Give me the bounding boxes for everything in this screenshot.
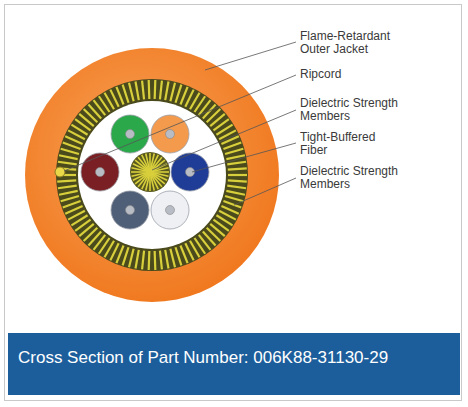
fiber-buffer	[151, 115, 189, 153]
yarn-stroke	[59, 191, 78, 195]
fiber-buffer	[171, 153, 209, 191]
yarn-stroke	[65, 206, 82, 214]
yarn-stroke	[165, 81, 168, 100]
yarn-stroke	[59, 155, 78, 159]
yarn-stroke	[63, 143, 81, 149]
fiber-core	[166, 206, 175, 215]
tight-buffered-fibers	[81, 115, 209, 229]
yarn-stroke	[63, 201, 81, 207]
yarn-stroke	[148, 80, 151, 99]
callout-label: Ripcord	[300, 68, 420, 81]
yarn-stroke	[131, 172, 150, 176]
yarn-stroke	[228, 174, 247, 176]
yarn-stroke	[136, 81, 139, 100]
yarn-stroke	[136, 250, 139, 269]
callout-label: Flame-Retardant Outer Jacket	[300, 30, 400, 56]
yarn-stroke	[154, 251, 157, 270]
callout-label: Dielectric Strength Members	[300, 165, 418, 191]
yarn-stroke	[160, 251, 162, 270]
yarn-stroke	[223, 143, 241, 149]
yarn-stroke	[226, 155, 245, 159]
yarn-stroke	[170, 83, 175, 101]
yarn-stroke	[180, 245, 187, 263]
yarn-stroke	[226, 191, 245, 195]
yarn-stroke	[228, 168, 247, 169]
fiber-buffer	[111, 115, 149, 153]
yarn-stroke	[61, 196, 79, 201]
fiber-buffer	[151, 191, 189, 229]
yarn-stroke	[142, 81, 144, 100]
fiber-buffer	[111, 191, 149, 229]
callout-label: Dielectric Strength Members	[300, 97, 418, 123]
yarn-stroke	[160, 81, 162, 100]
yarn-stroke	[225, 196, 243, 201]
yarn-stroke	[58, 162, 77, 165]
fiber-core	[166, 130, 175, 139]
yarn-stroke	[175, 85, 181, 103]
yarn-stroke	[223, 201, 241, 207]
yarn-stroke	[123, 85, 129, 103]
yarn-stroke	[227, 186, 246, 189]
yarn-stroke	[154, 80, 157, 99]
yarn-stroke	[58, 186, 77, 189]
caption-text: Cross Section of Part Number: 006K88-311…	[18, 348, 388, 368]
fiber-core	[126, 130, 135, 139]
yarn-stroke	[129, 83, 134, 101]
yarn-stroke	[146, 153, 150, 172]
yarn-stroke	[228, 180, 247, 181]
fiber-core	[126, 206, 135, 215]
ripcord	[55, 167, 65, 177]
yarn-stroke	[129, 249, 134, 267]
central-strength-member	[130, 152, 170, 192]
yarn-stroke	[123, 247, 129, 265]
buffer-space	[78, 101, 226, 249]
yarn-stroke	[227, 162, 246, 165]
yarn-stroke	[57, 180, 76, 181]
yarn-stroke	[175, 247, 181, 265]
outer-jacket	[25, 48, 279, 302]
leader-lines	[64, 42, 296, 205]
yarn-stroke	[142, 251, 144, 270]
yarn-stroke	[116, 87, 123, 105]
strength-ring	[56, 79, 248, 271]
yarn-stroke	[150, 172, 154, 191]
fiber-buffer	[81, 153, 119, 191]
yarn-stroke	[225, 149, 243, 154]
yarn-stroke	[148, 251, 151, 270]
yarn-stroke	[61, 149, 79, 154]
yarn-stroke	[165, 250, 168, 269]
callout-label: Tight-Buffered Fiber	[300, 131, 395, 157]
yarn-stroke	[170, 249, 175, 267]
fiber-core	[96, 168, 105, 177]
aramid-yarn	[57, 80, 247, 270]
